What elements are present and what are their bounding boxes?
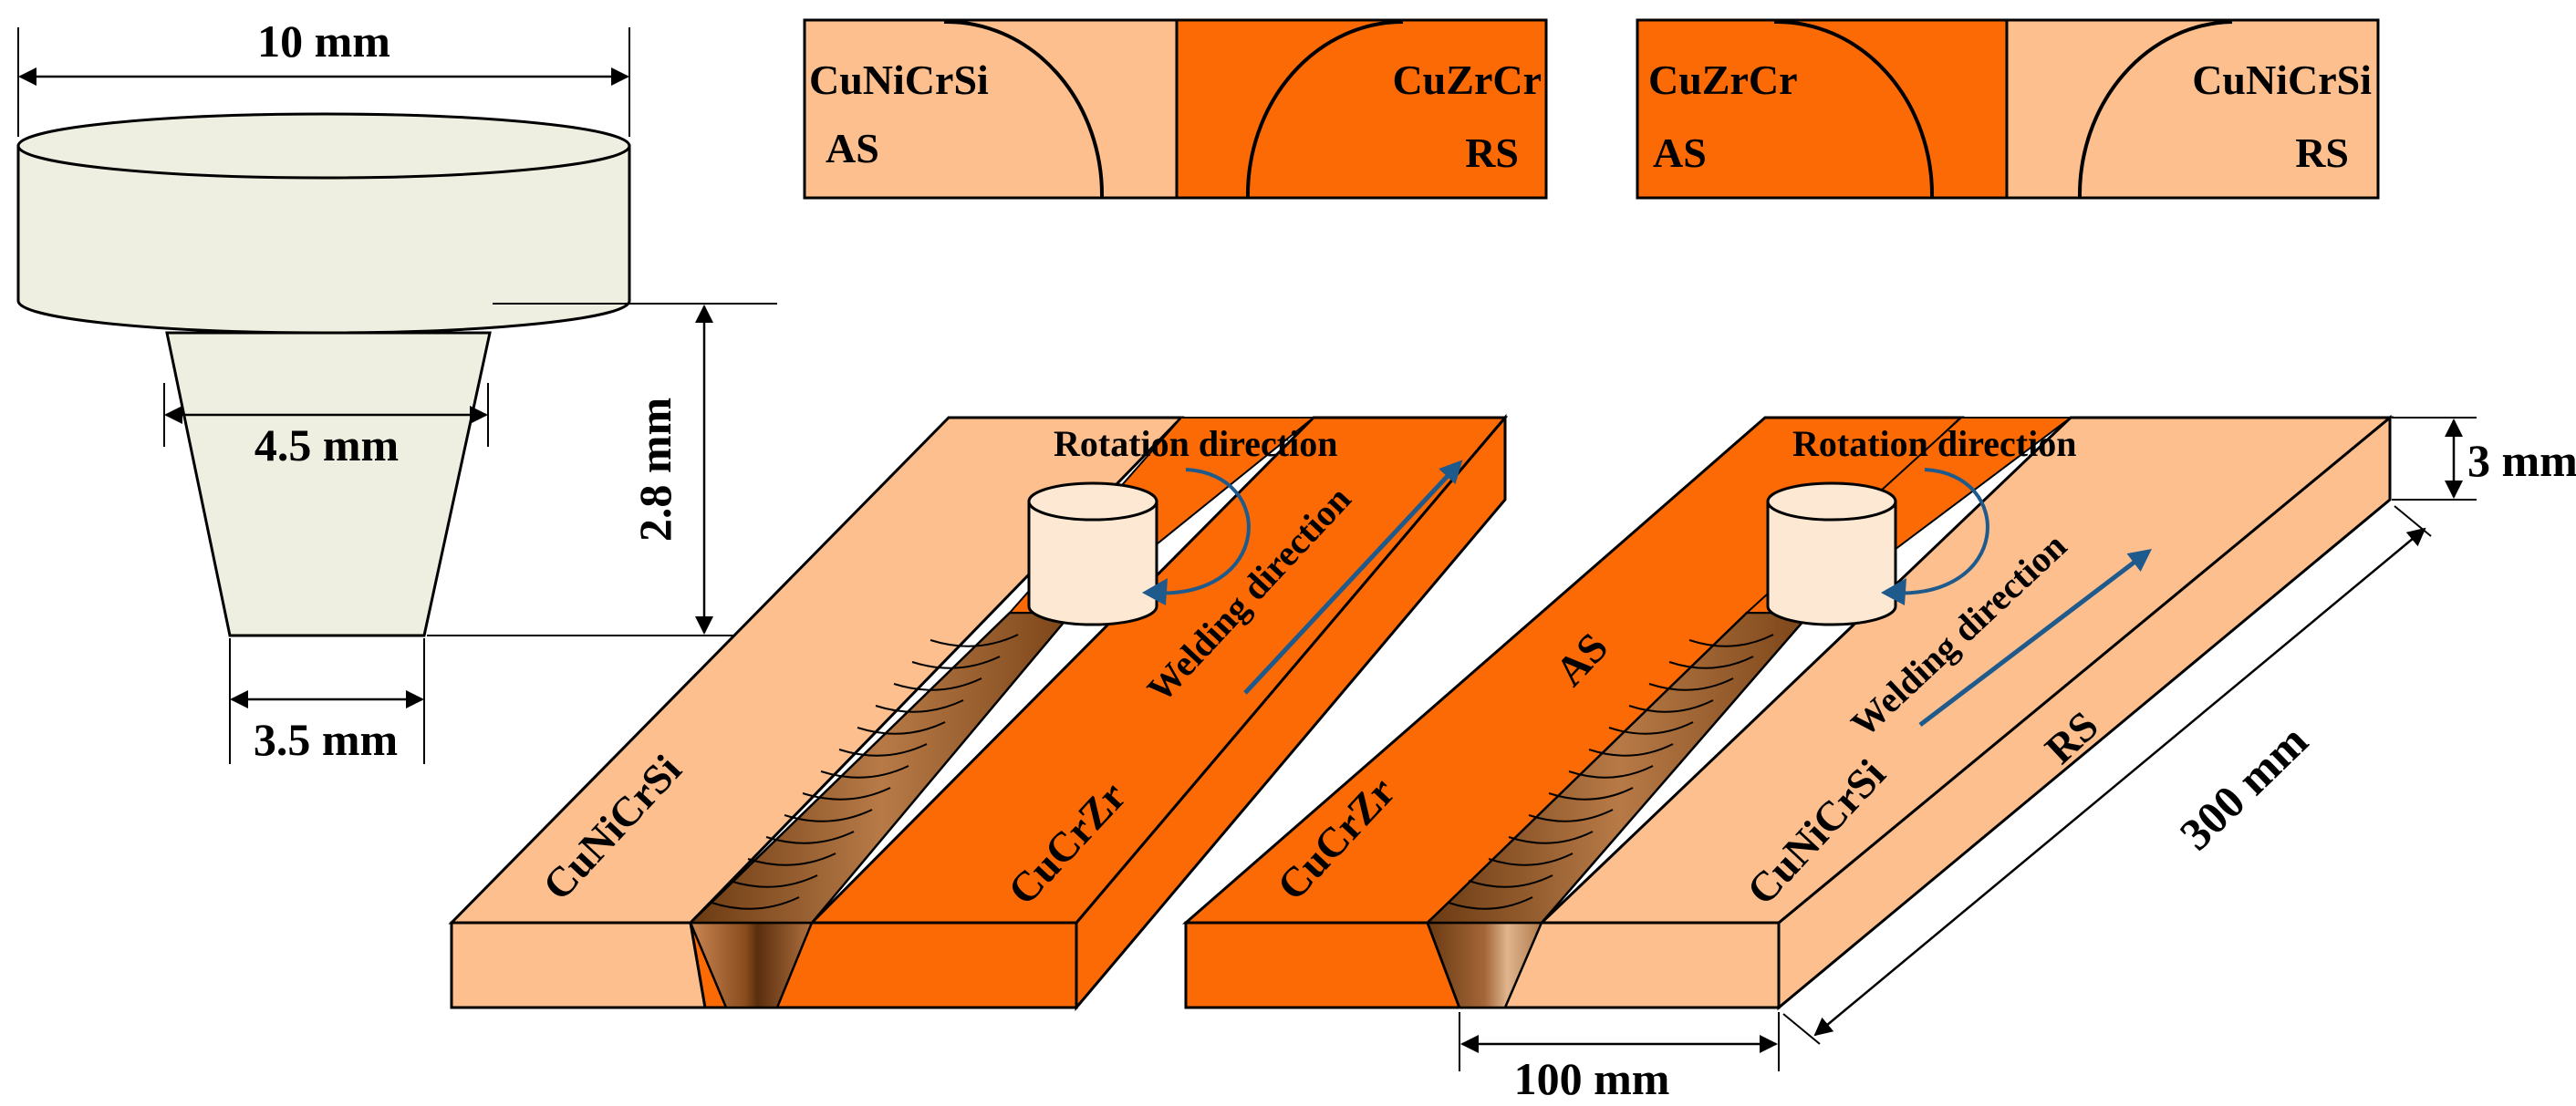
plate-2-weld-ripples [1448, 634, 1774, 910]
shoulder-dim-label: 10 mm [257, 16, 390, 67]
cross-section-1-right-side: RS [1465, 129, 1519, 176]
cross-section-2-weld-arc-left [1773, 19, 1935, 199]
cross-section-1: CuNiCrSi AS CuZrCr RS [803, 18, 1548, 200]
thickness-dim-label: 3 mm [2467, 435, 2576, 486]
cross-section-2-right-material: CuNiCrSi [2192, 57, 2372, 103]
cross-section-1-right-material: CuZrCr [1392, 57, 1542, 103]
tool-pin [165, 331, 492, 637]
plate-2-tool [1766, 481, 1897, 626]
width-dim-label: 100 mm [1514, 1053, 1670, 1104]
cross-section-2-left-material: CuZrCr [1648, 57, 1798, 103]
length-dim-line [1813, 527, 2426, 1037]
plate-1-weld-ripples [711, 634, 1019, 910]
plate-1-tool [1027, 481, 1158, 626]
plate-1-welding-arrow [1243, 460, 1463, 695]
pin-length-dim-label: 2.8 mm [629, 398, 680, 542]
plate-1-rotation-label: Rotation direction [1054, 423, 1337, 464]
pin-root-dim-label: 4.5 mm [254, 419, 399, 470]
cross-section-2-right-side: RS [2295, 129, 2349, 176]
cross-section-1-weld-arc-right [1245, 20, 1404, 199]
pin-tip-dim-label: 3.5 mm [254, 714, 398, 765]
plate-1-rotation-arrow [1148, 468, 1251, 595]
cross-section-1-left-side: AS [826, 125, 879, 171]
plate-2-rotation-label: Rotation direction [1792, 423, 2076, 464]
tool-shoulder-top [16, 112, 631, 180]
cross-section-1-left-material: CuNiCrSi [809, 57, 989, 103]
tool-profile: 10 mm 4.5 mm 2.8 mm 3.5 mm [16, 16, 777, 765]
length-dim-label: 300 mm [2170, 715, 2318, 860]
cross-section-2: CuZrCr AS CuNiCrSi RS [1636, 18, 2380, 200]
cross-section-2-left-side: AS [1653, 129, 1707, 176]
cross-section-2-weld-arc-right [2077, 20, 2233, 199]
cross-section-1-weld-arc-left [943, 19, 1105, 199]
plate-assembly-1: Rotation direction Welding direction CuN… [448, 413, 1509, 1012]
